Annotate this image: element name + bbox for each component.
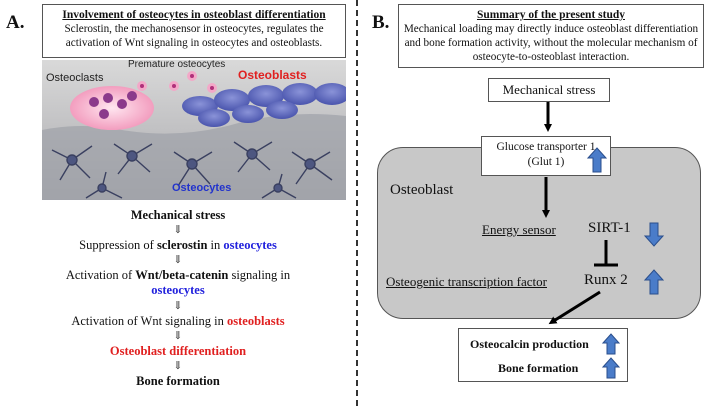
panel-a-box-title: Involvement of osteocytes in osteoblast … (62, 9, 326, 21)
up-arrow-glut1-icon (586, 147, 608, 173)
flow-step2-sclerostin: sclerostin (156, 238, 208, 252)
panel-b-label: B. (372, 12, 390, 33)
arrow-runx2-to-outcome (548, 290, 601, 325)
flow-step3-osteocytes: osteocytes (151, 283, 205, 297)
summary-title: Summary of the present study (476, 9, 625, 21)
flow-step4-pre: Activation of Wnt signaling in (71, 314, 227, 328)
flow-step2-osteocytes: osteocytes (223, 238, 277, 252)
flow-activation-wnt-beta: Activation of Wnt/beta-catenin signaling… (8, 268, 348, 298)
bone-cells-illustration: Premature osteocytes Osteoclasts Osteobl… (42, 60, 346, 200)
panel-a-box-body: Sclerostin, the mechanosensor in osteocy… (64, 23, 324, 49)
flow-activation-wnt-osteoblasts: Activation of Wnt signaling in osteoblas… (8, 314, 348, 329)
osteogenic-tf-label: Osteogenic transcription factor (386, 274, 547, 289)
energy-sensor-label: Energy sensor (482, 222, 556, 237)
flow-arrow-3: ⇓ (173, 300, 183, 312)
flow-arrow-1: ⇓ (173, 224, 183, 236)
osteocalcin-label: Osteocalcin production (470, 337, 589, 351)
summary-body: Mechanical loading may directly induce o… (403, 23, 699, 63)
flow-step2-mid: in (207, 238, 224, 252)
flow-step3-pre: Activation of (65, 268, 136, 282)
down-arrow-sirt1-icon (643, 222, 665, 247)
sirt1-label: SIRT-1 (588, 220, 631, 236)
glut1-line2: (Glut 1) (527, 156, 565, 168)
outcome-box (458, 328, 628, 382)
flow-arrow-2: ⇓ (173, 254, 183, 266)
flow-step4-osteoblasts: osteoblasts (227, 314, 285, 328)
flow-bone-formation: Bone formation (136, 374, 220, 388)
flow-step3-post: signaling in (228, 268, 291, 282)
summary-box: Summary of the present study Mechanical … (398, 4, 704, 68)
flow-arrow-4: ⇓ (173, 330, 183, 342)
label-osteoblasts: Osteoblasts (238, 68, 307, 82)
flow-step3-wnt: Wnt/beta-catenin (135, 268, 229, 282)
flow-mechanical-stress: Mechanical stress (130, 208, 226, 222)
label-osteoclasts: Osteoclasts (46, 72, 104, 84)
bone-cells-svg (42, 60, 346, 200)
runx2-label: Runx 2 (584, 272, 628, 288)
panel-a-label: A. (6, 12, 25, 33)
label-premature-osteocytes: Premature osteocytes (128, 60, 226, 70)
mechanical-stress-box: Mechanical stress (488, 78, 610, 102)
osteoblast-label: Osteoblast (390, 182, 454, 198)
label-osteocytes: Osteocytes (172, 182, 232, 194)
up-arrow-runx2-icon (643, 269, 665, 295)
up-arrow-osteocalcin-icon (601, 333, 621, 355)
up-arrow-bone-formation-icon (601, 357, 621, 379)
flow-suppression-sclerostin: Suppression of sclerostin in osteocytes (8, 238, 348, 253)
flow-osteoblast-differentiation: Osteoblast differentiation (109, 344, 247, 358)
bone-formation-label: Bone formation (498, 361, 579, 375)
flow-arrow-5: ⇓ (173, 360, 183, 372)
glut1-line1: Glucose transporter 1 (496, 141, 596, 153)
panel-divider (356, 0, 358, 406)
panel-a-info-box: Involvement of osteocytes in osteoblast … (42, 4, 346, 58)
flow-step2-pre: Suppression of (79, 238, 157, 252)
